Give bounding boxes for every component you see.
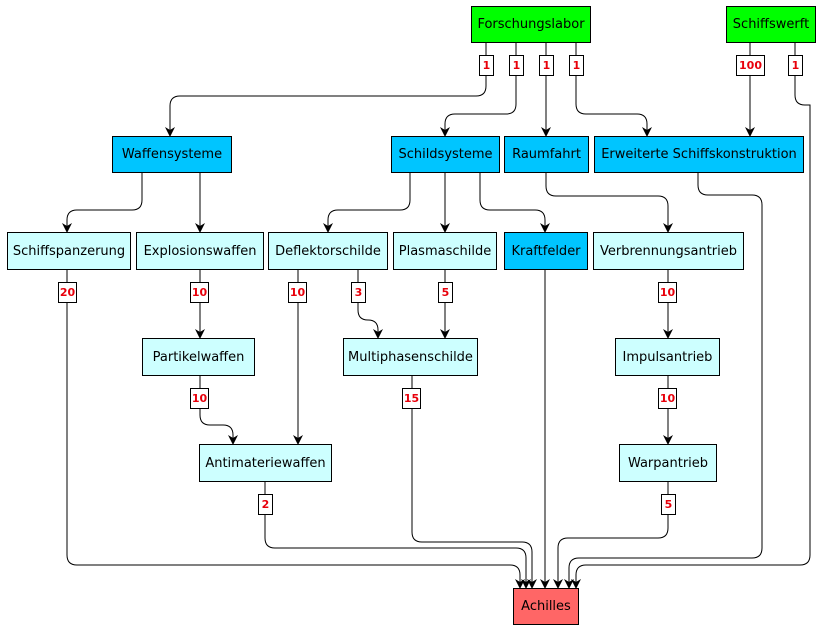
node-raumfahrt[interactable]: Raumfahrt	[504, 136, 589, 173]
node-explosionswaffen[interactable]: Explosionswaffen	[136, 232, 264, 270]
edge-waffensysteme-schiffspanzerung	[62, 173, 143, 233]
node-warpantrieb[interactable]: Warpantrieb	[619, 444, 717, 482]
node-plasmaschilde[interactable]: Plasmaschilde	[393, 232, 497, 270]
node-erweiterte-schiffskonstruktion[interactable]: Erweiterte Schiffskonstruktion	[594, 136, 804, 173]
node-forschungslabor[interactable]: Forschungslabor	[471, 6, 591, 43]
label-deflektorschilde-multiphasenschilde: 3	[351, 282, 366, 303]
label-explosionswaffen-partikelwaffen: 10	[190, 282, 209, 303]
label-deflektorschilde-antimateriewaffen: 10	[288, 282, 307, 303]
label-multiphasenschilde-achilles: 15	[402, 388, 421, 409]
edge-forschungslabor-waffensysteme	[165, 43, 487, 137]
node-schiffswerft[interactable]: Schiffswerft	[726, 6, 816, 43]
node-kraftfelder[interactable]: Kraftfelder	[504, 232, 588, 270]
edge-raumfahrt-verbrennungsantrieb	[545, 173, 673, 233]
edge-antimateriewaffen-achilles	[264, 482, 531, 589]
edge-warpantrieb-achilles	[553, 482, 669, 589]
label-fl-raumfahrt: 1	[539, 55, 554, 76]
node-impulsantrieb[interactable]: Impulsantrieb	[615, 338, 720, 376]
edge-schildsysteme-kraftfelder	[479, 173, 550, 233]
edge-erweiterte-achilles	[564, 173, 763, 589]
node-antimateriewaffen[interactable]: Antimateriewaffen	[199, 444, 332, 482]
label-fl-waffensysteme: 1	[479, 55, 494, 76]
node-achilles[interactable]: Achilles	[513, 588, 579, 625]
label-impulsantrieb-warpantrieb: 10	[658, 388, 677, 409]
edge-forschungslabor-schildsysteme	[440, 43, 517, 137]
node-schildsysteme[interactable]: Schildsysteme	[391, 136, 500, 173]
edge-multiphasenschilde-achilles	[411, 376, 537, 589]
label-partikelwaffen-antimateriewaffen: 10	[190, 388, 209, 409]
label-schiffspanzerung-achilles: 20	[58, 282, 77, 303]
node-waffensysteme[interactable]: Waffensysteme	[112, 136, 232, 173]
edge-partikelwaffen-antimateriewaffen	[199, 376, 238, 445]
node-verbrennungsantrieb[interactable]: Verbrennungsantrieb	[593, 232, 744, 270]
label-plasmaschilde-multiphasenschilde: 5	[438, 282, 453, 303]
node-deflektorschilde[interactable]: Deflektorschilde	[268, 232, 388, 270]
label-sw-erweiterte: 100	[736, 55, 765, 76]
label-warpantrieb-achilles: 5	[661, 494, 676, 515]
label-fl-erweiterte: 1	[569, 55, 584, 76]
edge-schiffswerft-achilles	[571, 43, 811, 589]
label-sw-achilles: 1	[788, 55, 803, 76]
node-partikelwaffen[interactable]: Partikelwaffen	[142, 338, 255, 376]
label-antimateriewaffen-achilles: 2	[258, 494, 273, 515]
node-schiffspanzerung[interactable]: Schiffspanzerung	[7, 232, 131, 270]
edge-schiffspanzerung-achilles	[66, 270, 525, 589]
label-verbrennungsantrieb-impulsantrieb: 10	[658, 282, 677, 303]
edge-schildsysteme-deflektorschilde	[323, 173, 411, 233]
edge-forschungslabor-erweiterte	[575, 43, 652, 137]
edge-deflektorschilde-multiphasenschilde	[357, 270, 383, 339]
label-fl-schildsysteme: 1	[509, 55, 524, 76]
node-multiphasenschilde[interactable]: Multiphasenschilde	[343, 338, 478, 376]
